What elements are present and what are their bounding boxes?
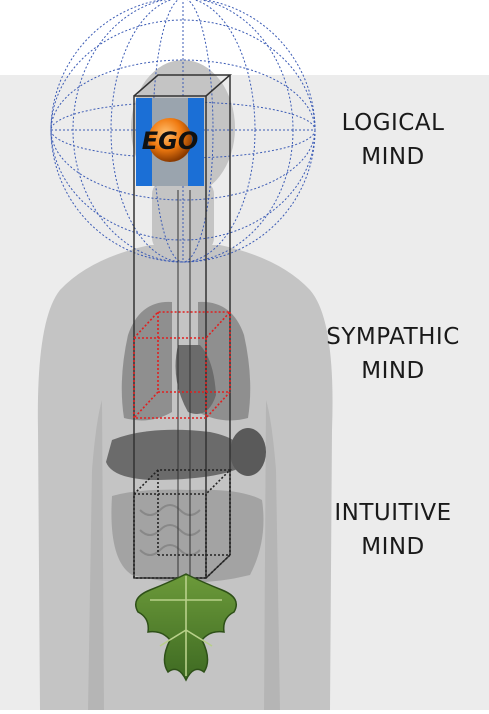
sympathic-mind-line2: MIND [361,358,425,384]
logical-mind-line2: MIND [361,144,425,170]
stomach [230,428,266,476]
fig-leaf [135,573,237,682]
sympathic-cube [133,311,232,419]
intuitive-mind-line1: INTUITIVE [334,500,452,526]
ego-box: EGO [136,98,204,186]
ego-orb [148,118,192,162]
liver [106,429,247,480]
logical-mind-label: LOGICAL MIND [318,106,468,174]
sympathic-mind-label: SYMPATHIC MIND [312,320,474,388]
intuitive-cube [133,469,232,579]
intuitive-mind-line2: MIND [361,534,425,560]
left-arm-gap [88,400,104,710]
logical-mind-line1: LOGICAL [341,110,445,136]
ego-blue-right [188,98,204,186]
right-arm-gap [264,400,280,710]
ego-blue-left [136,98,152,186]
intuitive-mind-label: INTUITIVE MIND [318,496,468,564]
ego-text: EGO [142,127,199,155]
sympathic-mind-line1: SYMPATHIC [326,324,460,350]
